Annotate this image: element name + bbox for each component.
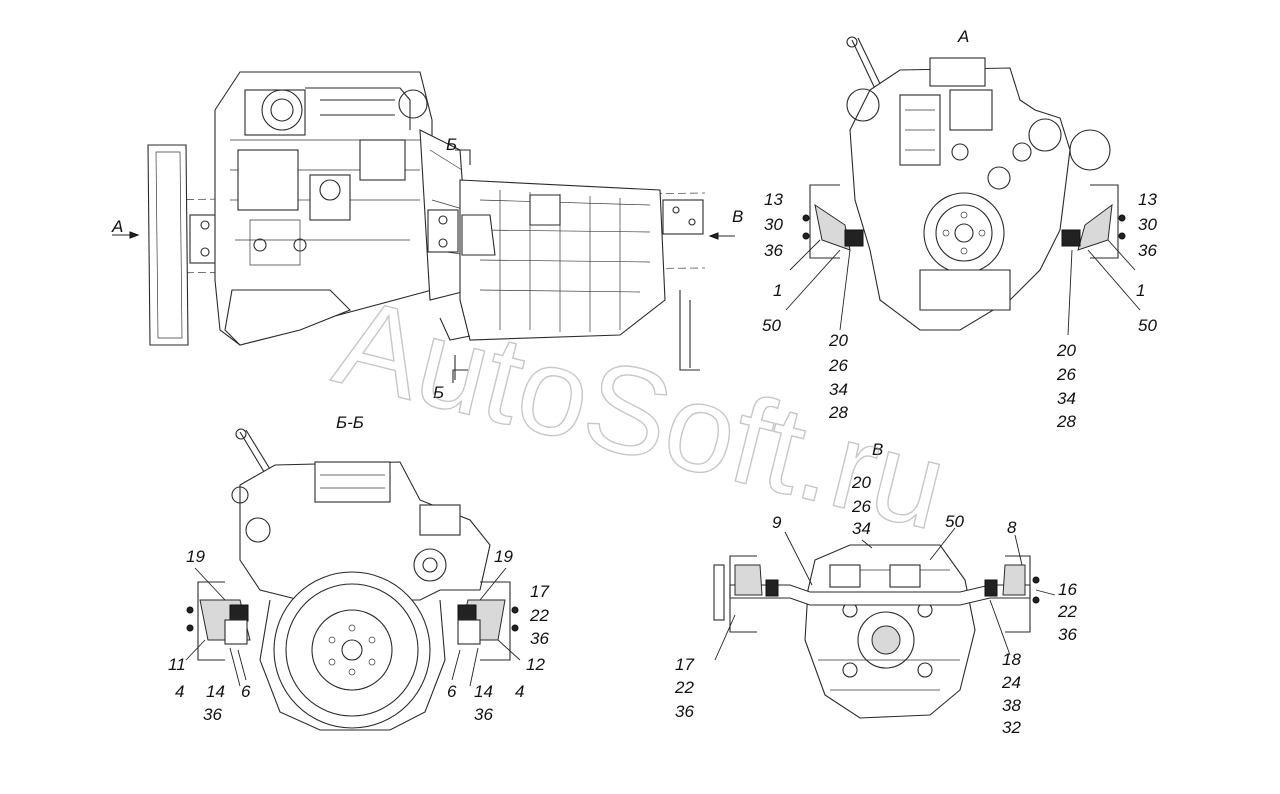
callout: 32: [1002, 718, 1021, 737]
callout: 26: [851, 497, 871, 516]
callout: 13: [1138, 190, 1157, 209]
view-v: В 20 26 34 9: [674, 440, 1077, 737]
callout: 50: [1138, 316, 1157, 335]
callout: 22: [529, 606, 549, 625]
callout: 34: [1057, 389, 1076, 408]
callout: 36: [764, 241, 783, 260]
callout: 20: [1056, 341, 1076, 360]
callout: 38: [1002, 696, 1021, 715]
callout: 36: [474, 705, 493, 724]
callout: 19: [186, 547, 205, 566]
callout: 18: [1002, 650, 1021, 669]
callout: 13: [764, 190, 783, 209]
arrow-v-label: В: [732, 207, 743, 226]
view-a: А: [762, 27, 1157, 431]
callout: 34: [852, 519, 871, 538]
callout: 26: [1056, 365, 1076, 384]
section-bb-title: Б-Б: [336, 413, 364, 432]
callout: 50: [762, 316, 781, 335]
callout: 30: [1138, 215, 1157, 234]
side-view: А В Б Б: [111, 71, 743, 402]
callout: 9: [772, 513, 782, 532]
callout: 36: [1138, 241, 1157, 260]
view-a-right-callouts: 13 30 36 1 50 20 26 34 28: [1056, 190, 1157, 431]
arrow-a-label: А: [111, 217, 123, 236]
callout: 36: [530, 629, 549, 648]
callout: 22: [674, 678, 694, 697]
section-b-bottom-label: Б: [433, 383, 444, 402]
callout: 14: [474, 682, 493, 701]
callout: 1: [1136, 281, 1145, 300]
callout: 4: [515, 682, 524, 701]
callout: 20: [828, 331, 848, 350]
callout: 4: [175, 682, 184, 701]
view-a-left-callouts: 13 30 36 1 50 20 26 34 28: [762, 190, 848, 422]
callout: 26: [828, 356, 848, 375]
callout: 19: [494, 547, 513, 566]
callout: 6: [447, 682, 457, 701]
callout: 22: [1057, 602, 1077, 621]
callout: 50: [945, 512, 964, 531]
callout: 34: [829, 380, 848, 399]
callout: 17: [530, 582, 549, 601]
section-bb-view: Б-Б: [168, 413, 549, 731]
callout: 36: [203, 705, 222, 724]
callout: 16: [1058, 580, 1077, 599]
section-b-top-label: Б: [446, 135, 457, 154]
callout: 36: [675, 702, 694, 721]
callout: 36: [1058, 625, 1077, 644]
callout: 8: [1007, 518, 1017, 537]
view-v-title: В: [872, 440, 883, 459]
callout: 14: [206, 682, 225, 701]
view-a-title: А: [957, 27, 969, 46]
callout: 1: [773, 281, 782, 300]
callout: 24: [1001, 673, 1021, 692]
callout: 20: [851, 473, 871, 492]
callout: 30: [764, 215, 783, 234]
callout: 17: [675, 655, 694, 674]
callout: 28: [828, 403, 848, 422]
callout: 12: [526, 655, 545, 674]
callout: 11: [168, 655, 186, 674]
callout: 6: [241, 682, 251, 701]
callout: 28: [1056, 412, 1076, 431]
